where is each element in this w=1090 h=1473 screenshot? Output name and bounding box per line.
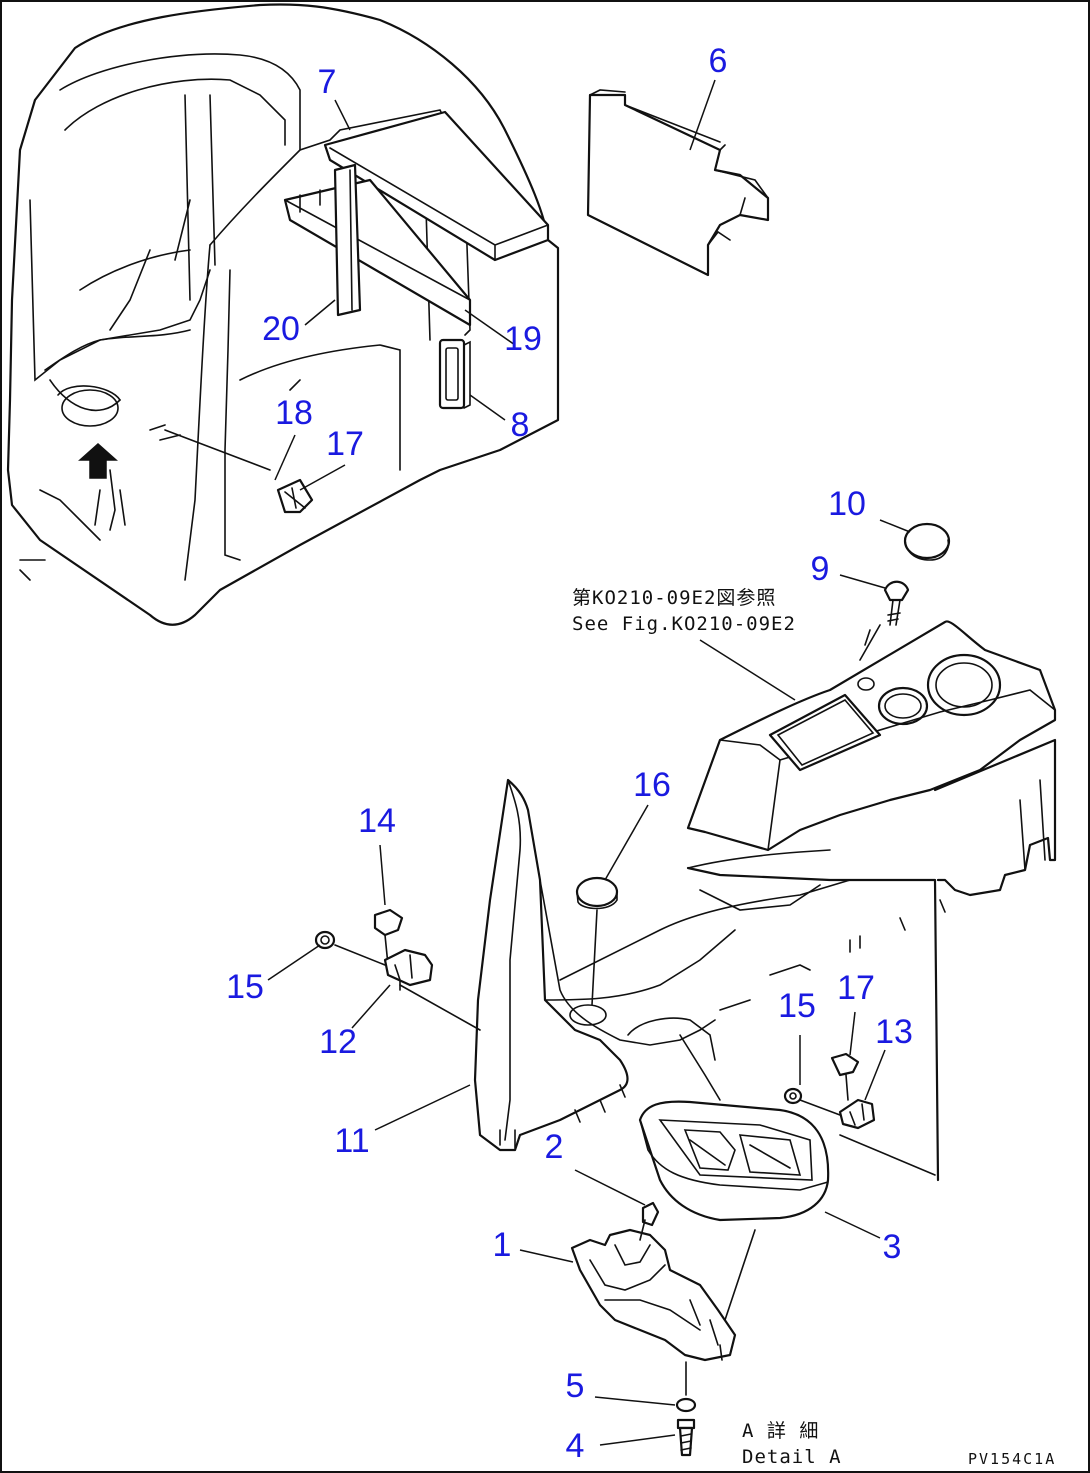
callout-4: 4 xyxy=(566,1427,585,1465)
part-4-bolt xyxy=(676,1361,696,1457)
part-6-cover-plate xyxy=(586,89,770,277)
callout-3: 3 xyxy=(883,1228,902,1266)
reference-note-en: See Fig.KO210-09E2 xyxy=(572,613,796,635)
part-3-tray xyxy=(638,1034,830,1222)
callout-7: 7 xyxy=(318,63,337,101)
part-11-side-cover xyxy=(473,778,736,1152)
part-2-pin xyxy=(639,1201,660,1241)
callout-21: 20 xyxy=(262,310,300,348)
part-21-post xyxy=(333,163,362,317)
part-9-screw xyxy=(883,580,910,626)
part-15-screw-left xyxy=(314,930,336,950)
callout-15-left: 15 xyxy=(226,968,264,1006)
reference-note-jp: 第KO210-09E2図参照 xyxy=(572,587,776,609)
leader-lines xyxy=(267,79,911,1446)
part-17-grommet xyxy=(575,876,619,1006)
part-16-clip xyxy=(830,1052,860,1101)
callout-5: 5 xyxy=(566,1367,585,1405)
callout-12: 12 xyxy=(319,1023,357,1061)
reference-note: 第KO210-09E2図参照 See Fig.KO210-09E2 xyxy=(572,587,796,635)
callout-8: 8 xyxy=(511,406,530,444)
callout-19: 18 xyxy=(275,394,313,432)
callout-14: 14 xyxy=(358,802,396,840)
callout-16: 17 xyxy=(837,969,875,1007)
callout-1: 1 xyxy=(493,1226,512,1264)
part-5-washer xyxy=(675,1397,697,1413)
part-8-handle xyxy=(438,338,471,410)
callout-10: 10 xyxy=(828,485,866,523)
callout-15-right: 15 xyxy=(778,987,816,1025)
view-arrow-icon xyxy=(78,442,118,479)
callout-17: 16 xyxy=(633,766,671,804)
callout-13: 13 xyxy=(875,1013,913,1051)
detail-note-jp: A 詳 細 xyxy=(742,1420,819,1442)
part-13-bracket xyxy=(838,1098,876,1130)
detail-note: A 詳 細 Detail A xyxy=(742,1420,842,1468)
part-10-cap xyxy=(903,522,951,561)
callout-9: 9 xyxy=(811,550,830,588)
callout-labels: 6 7 19 20 8 18 17 10 9 16 14 15 12 11 15… xyxy=(226,42,913,1465)
console-body xyxy=(559,620,1057,1182)
callout-18: 17 xyxy=(326,425,364,463)
callout-6: 6 xyxy=(709,42,728,80)
callout-20: 19 xyxy=(504,320,542,358)
callout-2: 2 xyxy=(545,1128,564,1166)
detail-note-en: Detail A xyxy=(742,1446,842,1468)
part-1-bracket xyxy=(570,1228,756,1362)
part-12-bracket xyxy=(383,948,434,991)
drawing-code: PV154C1A xyxy=(968,1450,1056,1468)
cab-fixing-line xyxy=(164,429,271,471)
callout-11: 11 xyxy=(334,1122,369,1160)
part-18-bolt xyxy=(276,478,314,514)
bracket-fixing-line xyxy=(334,944,481,1031)
part-7-upper-beam xyxy=(323,110,550,262)
part-15-screw-right xyxy=(783,1087,841,1116)
